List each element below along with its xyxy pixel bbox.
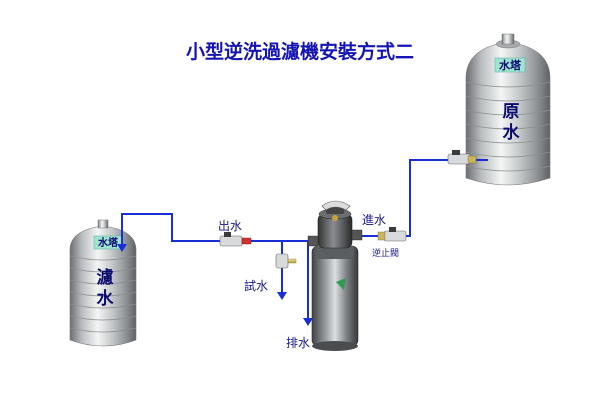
test-water-valve bbox=[275, 253, 297, 269]
inlet-label: 進水 bbox=[362, 213, 386, 227]
drain-label: 排水 bbox=[286, 336, 310, 350]
test-water-arrow bbox=[277, 292, 287, 300]
raw-water-tank: 水塔 原 水 bbox=[465, 33, 551, 186]
check-valve bbox=[377, 227, 407, 242]
filtered-inlet-arrow bbox=[117, 244, 127, 252]
raw-tank-tag bbox=[494, 57, 526, 73]
backwash-filter bbox=[307, 200, 363, 351]
outlet-label: 出水 bbox=[218, 219, 242, 233]
filtered-water-tank: 水塔 濾 水 bbox=[69, 219, 137, 347]
pipes bbox=[121, 159, 488, 318]
test-water-label: 試水 bbox=[244, 278, 268, 293]
drain-arrow bbox=[303, 318, 313, 326]
filtered-tank-label-1: 濾 bbox=[97, 267, 114, 288]
check-valve-label: 逆止閥 bbox=[372, 247, 399, 259]
filtered-tank-label-2: 水 bbox=[97, 288, 115, 309]
raw-tank-tag-text: 水塔 bbox=[499, 58, 522, 72]
raw-tank-label-2: 水 bbox=[503, 122, 521, 143]
diagram-title: 小型逆洗過濾機安裝方式二 bbox=[186, 40, 414, 63]
control-knob bbox=[321, 200, 351, 211]
outlet-valve bbox=[219, 232, 252, 247]
pipe-arrows bbox=[117, 244, 313, 326]
raw-tank-label-1: 原 bbox=[503, 102, 520, 122]
raw-outlet-valve bbox=[447, 150, 477, 165]
filtered-tank-tag-text: 水塔 bbox=[97, 236, 119, 249]
